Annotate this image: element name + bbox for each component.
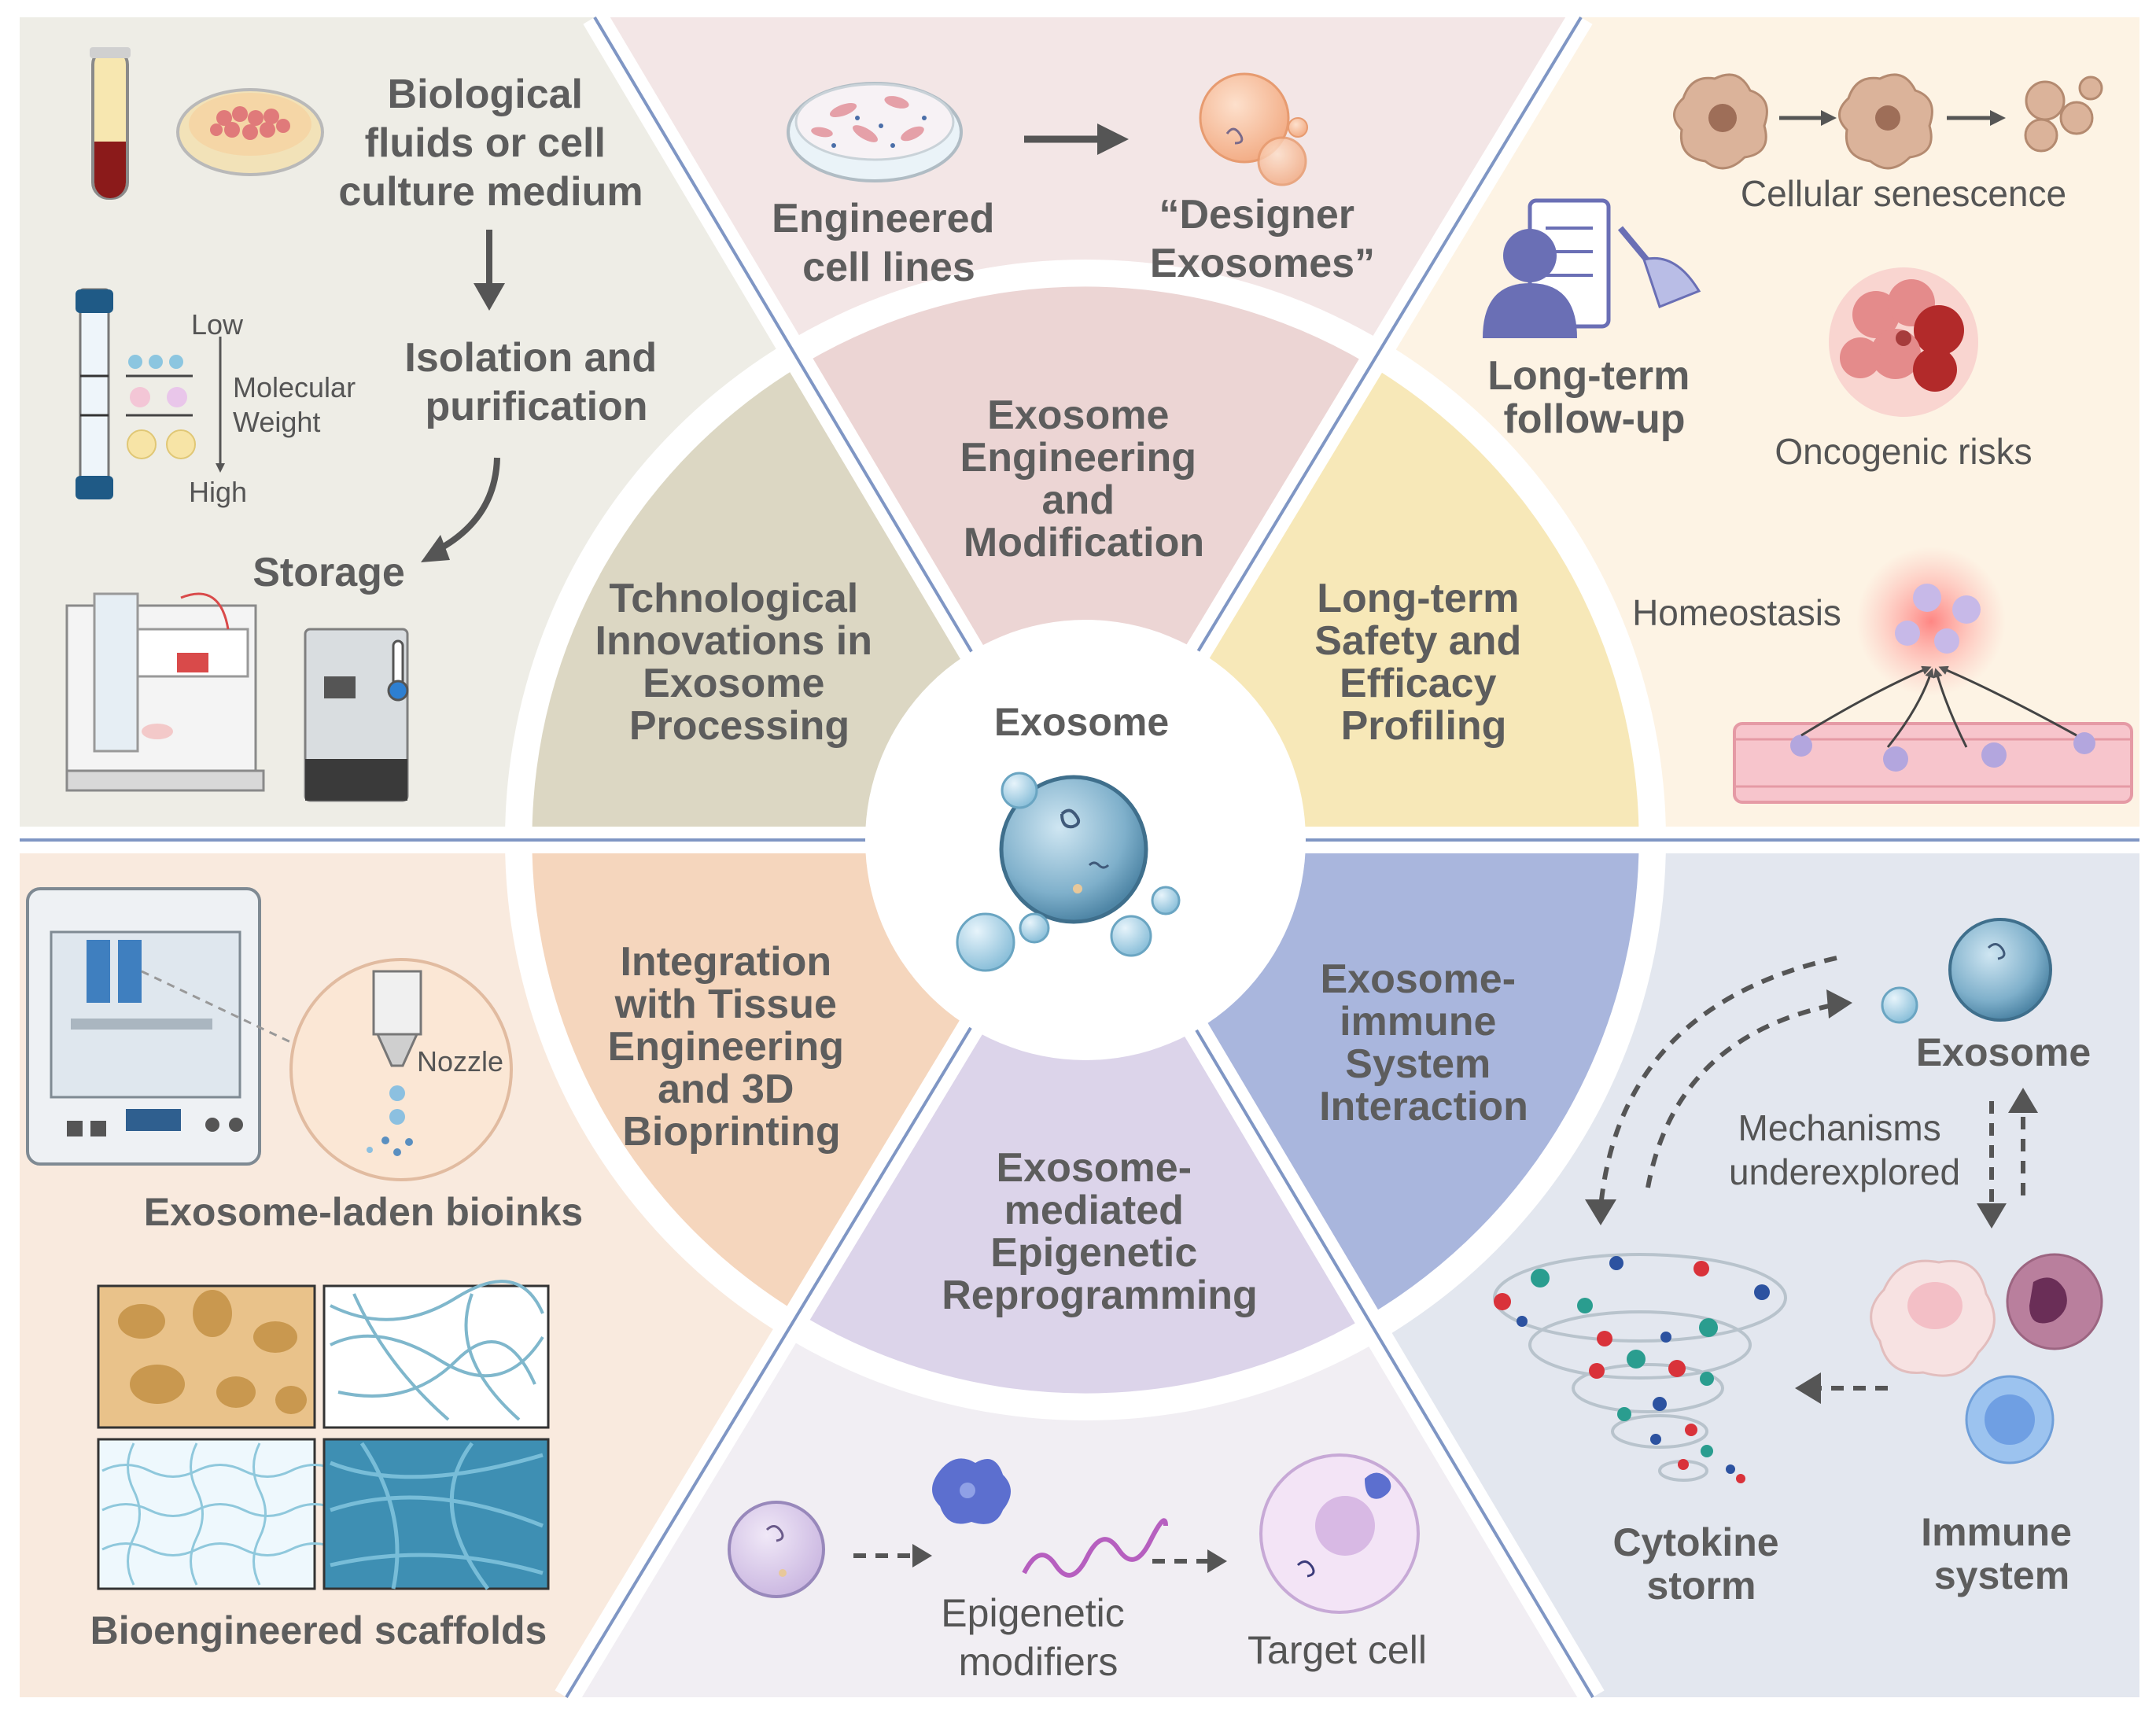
tumor-icon [1829,267,1978,417]
epigenetic-target: Target cell [1248,1628,1427,1672]
bioprinting-scaffolds: Bioengineered scaffolds [90,1608,547,1652]
immune-system: Immune system [1921,1510,2083,1597]
center-title: Exosome [994,700,1169,744]
epigenetic-modifiers: Epigenetic modifiers [941,1591,1135,1684]
safety-senescence: Cellular senescence [1741,173,2066,214]
column-low-label: Low [191,308,244,341]
safety-homeostasis: Homeostasis [1632,592,1841,633]
inflammation-vessel-icon [1733,547,2133,804]
immune-exosome-icon [1881,918,2052,1024]
petri-dish-icon [176,88,324,176]
bioprinting-nozzle: Nozzle [417,1045,503,1078]
designer-exosome-icon [1199,72,1308,186]
engineering-designer: “Designer Exosomes” [1150,192,1375,286]
bioprinting-panel: Nozzle Exosome-laden bioinks [26,887,583,1652]
wedge-label-lower-right: Exosome- immune System Interaction [1319,956,1528,1129]
followup-person-icon [1483,198,1701,338]
processing-source: Biological fluids or cell culture medium [338,72,643,215]
immune-cells-icon [1870,1253,2103,1464]
immune-cytokine: Cytokine storm [1612,1520,1789,1608]
wedge-bottom [805,840,1366,1394]
processing-panel: Biological fluids or cell culture medium… [65,47,668,802]
wedge-label-bottom: Exosome- mediated Epigenetic Reprogrammi… [942,1145,1258,1318]
wedge-label-upper-left: Tchnological Innovations in Exosome Proc… [595,576,884,749]
size-scale-icon [126,337,225,473]
isolation-instrument-icon [65,592,265,792]
column-mw-label: Molecular Weight [233,371,363,438]
column-high-label: High [189,476,247,508]
wedge-label-upper-right: Long-term Safety and Efficacy Profiling [1314,576,1532,749]
center: Exosome [865,620,1306,1060]
bioprinter-icon [26,887,300,1166]
epigenetic-panel: Epigenetic modifiers Target cell [728,1453,1427,1684]
target-cell-icon [1259,1453,1420,1614]
wedge-label-top: Exosome Engineering and Modification [960,392,1208,565]
dashed-arrows-icon [1598,956,2025,1391]
processing-storage: Storage [252,550,405,595]
down-arrow-icon [474,230,505,311]
wedge-label-lower-left: Integration with Tissue Engineering and … [608,939,856,1155]
wheel [505,260,1666,1420]
safety-followup: Long-term follow-up [1487,353,1701,442]
nozzle-zoom-icon [289,958,513,1181]
safety-panel: Cellular senescence Long-term follow-up … [1483,73,2133,804]
freezer-icon [304,628,409,802]
engineering-cells: Engineered cell lines [772,196,1006,290]
processing-isolation: Isolation and purification [404,335,668,429]
immune-exosome: Exosome [1916,1030,2091,1074]
cell-culture-dish-icon [787,82,963,182]
safety-oncogenic: Oncogenic risks [1775,431,2032,472]
exosome-small-icon [728,1501,825,1598]
cytokine-storm-icon [1493,1253,1787,1483]
immune-mechanisms: Mechanisms underexplored [1729,1107,1960,1192]
senescence-cells-icon [1673,73,2103,170]
scaffold-images [97,1280,550,1590]
engineering-panel: Engineered cell lines “Designer Exosomes… [772,72,1375,290]
chromatography-column-icon [76,288,113,499]
rna-strand-icon [1022,1518,1168,1578]
bioprinting-bioinks: Exosome-laden bioinks [144,1190,583,1234]
wedge-top [805,286,1366,840]
curved-arrow-icon [421,457,500,562]
right-arrow-icon [1024,123,1129,155]
blood-tube-icon [90,47,131,200]
epigenetic-enzyme-icon [932,1458,1011,1524]
exosome-cluster-icon [956,772,1181,972]
immune-panel: Exosome Mechanisms underexplored [1493,918,2103,1608]
arrowheads-icon [1585,989,2038,1404]
